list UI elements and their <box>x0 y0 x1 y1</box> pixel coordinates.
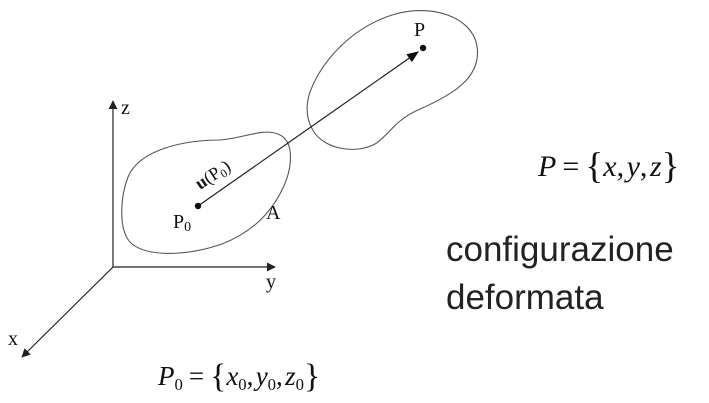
final-eq-var-z: z <box>649 150 662 183</box>
initial-eq-lhs-letter: P <box>158 361 175 391</box>
final-eq-close-brace: } <box>661 145 680 187</box>
initial-eq-equals: = <box>188 361 205 391</box>
displacement-vector <box>197 51 419 207</box>
initial-eq-var-x-subscript: 0 <box>238 375 247 395</box>
initial-eq-var-y: y <box>255 361 268 391</box>
final-eq-comma-1: , <box>616 150 625 183</box>
final-eq-var-x: x <box>603 150 617 183</box>
final-position-equation: P={x, y, z} <box>538 143 680 187</box>
final-eq-open-brace: { <box>585 145 604 187</box>
initial-eq-close-brace: } <box>303 357 321 395</box>
z-axis-label: z <box>121 97 130 119</box>
caption-line-1: configurazione <box>446 230 674 269</box>
final-eq-comma-2: , <box>639 150 648 183</box>
initial-eq-var-z: z <box>285 361 296 391</box>
initial-eq-comma-2: , <box>276 361 283 391</box>
deformed-body-outline <box>306 10 479 150</box>
displacement-label: u(P0) <box>191 156 235 195</box>
final-eq-lhs: P <box>538 150 557 183</box>
point-p0-dot <box>194 202 202 210</box>
point-p-dot <box>419 44 427 52</box>
svg-text:u(P0): u(P0) <box>191 156 235 195</box>
initial-eq-lhs-subscript: 0 <box>174 375 183 395</box>
final-eq-equals: = <box>562 150 580 183</box>
final-eq-var-y: y <box>626 150 640 183</box>
x-axis-label: x <box>8 328 18 350</box>
initial-eq-var-x: x <box>226 361 239 391</box>
caption-line-2: deformata <box>446 278 604 317</box>
region-a-label: A <box>266 202 281 224</box>
undeformed-body-outline <box>121 131 291 254</box>
initial-eq-open-brace: { <box>210 357 227 395</box>
point-p0-letter: P <box>173 211 184 233</box>
x-axis <box>21 266 114 358</box>
initial-eq-var-y-subscript: 0 <box>267 375 277 395</box>
point-p-label: P <box>414 19 425 41</box>
initial-eq-comma-1: , <box>246 361 254 391</box>
initial-position-equation: P0={x0, y0, z0} <box>158 356 320 395</box>
initial-eq-var-z-subscript: 0 <box>295 375 304 395</box>
y-axis-label: y <box>266 271 276 293</box>
point-p0-label: P0 <box>173 211 191 235</box>
point-p0-subscript: 0 <box>184 220 191 235</box>
